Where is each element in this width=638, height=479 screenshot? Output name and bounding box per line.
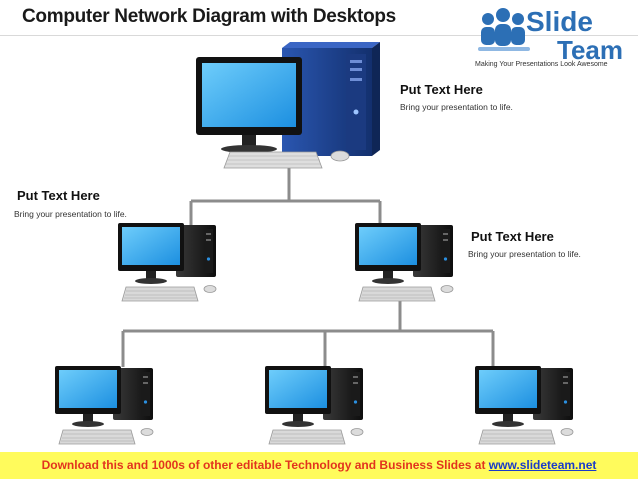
people-icon (478, 8, 530, 51)
desktop-bottom-right (474, 365, 574, 445)
desktop-bottom-center (264, 365, 364, 445)
mouse-large (330, 150, 350, 162)
title-divider (0, 35, 638, 36)
logo-word-team: Team (557, 35, 623, 65)
desktop-bottom-left (54, 365, 154, 445)
label-left-title: Put Text Here (17, 188, 100, 203)
footer-message: Download this and 1000s of other editabl… (41, 458, 489, 472)
label-top-title: Put Text Here (400, 82, 483, 97)
footer-banner: Download this and 1000s of other editabl… (0, 452, 638, 479)
label-right-subtitle: Bring your presentation to life. (468, 249, 581, 259)
monitor-large (196, 57, 302, 153)
slideteam-logo (478, 8, 530, 51)
desktop-top (196, 42, 380, 169)
logo-tagline: Making Your Presentations Look Awesome (475, 61, 608, 68)
label-top-subtitle: Bring your presentation to life. (400, 102, 513, 112)
page-title: Computer Network Diagram with Desktops (22, 6, 396, 27)
label-right-title: Put Text Here (471, 229, 554, 244)
label-left-subtitle: Bring your presentation to life. (14, 209, 127, 219)
logo-word-slide: Slide (526, 6, 593, 37)
connector-lines (121, 160, 495, 367)
footer-text: Download this and 1000s of other editabl… (0, 458, 638, 472)
footer-link[interactable]: www.slideteam.net (488, 458, 597, 472)
desktop-mid-right (354, 222, 454, 302)
keyboard-large (223, 151, 323, 169)
desktop-mid-left (117, 222, 217, 302)
